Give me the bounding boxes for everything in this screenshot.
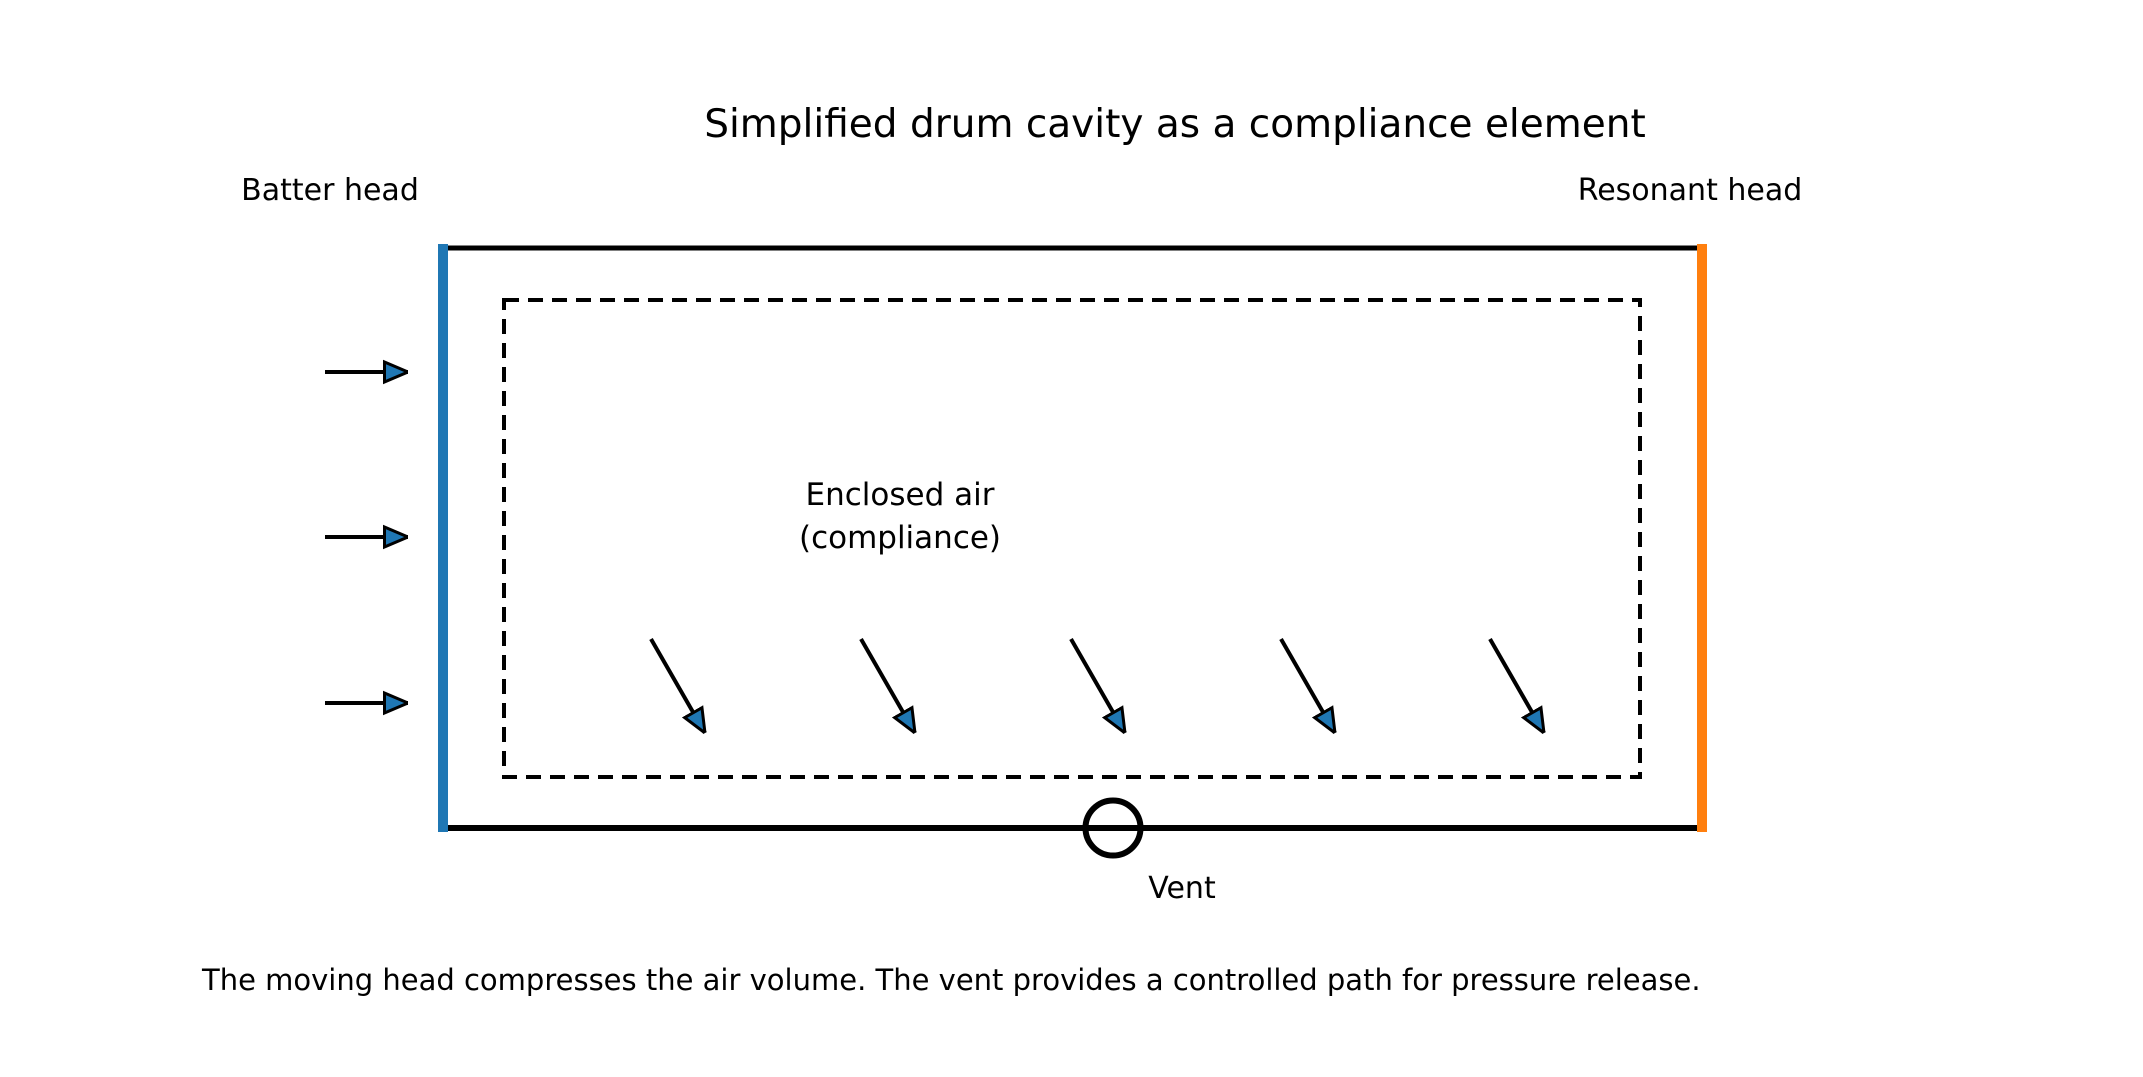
compression-arrows — [649, 638, 1544, 733]
compression-arrow-icon — [1488, 638, 1544, 733]
vent-label: Vent — [1148, 871, 1216, 906]
enclosed-air-label-line1: Enclosed air — [806, 477, 995, 513]
resonant-head-label: Resonant head — [1578, 173, 1803, 208]
batter-head-label: Batter head — [241, 173, 419, 208]
compression-arrow-icon — [1279, 638, 1335, 733]
vent-port-icon — [1082, 797, 1144, 859]
enclosed-air-dashed-boundary — [502, 298, 1642, 779]
enclosed-air-label-line2: (compliance) — [799, 520, 1001, 556]
figure-caption: The moving head compresses the air volum… — [201, 963, 1701, 997]
compression-arrow-icon — [649, 638, 705, 733]
strike-arrows — [325, 372, 408, 703]
compression-arrow-icon — [1069, 638, 1125, 733]
compression-arrow-icon — [859, 638, 915, 733]
figure-title: Simplified drum cavity as a compliance e… — [704, 102, 1646, 147]
